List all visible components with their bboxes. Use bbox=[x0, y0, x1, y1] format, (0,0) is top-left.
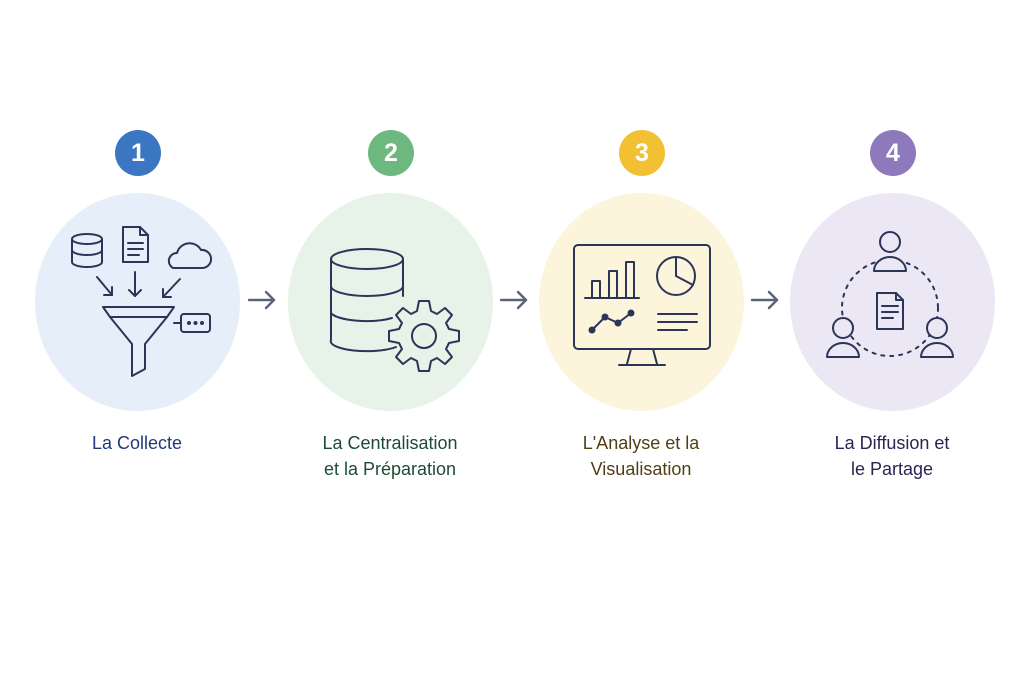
step-label-line: La Diffusion et bbox=[834, 433, 950, 453]
step-label: La Collecte bbox=[17, 430, 257, 456]
step-circle bbox=[35, 193, 240, 411]
step-analyse: 3 L'Analyse et la Visualisation bbox=[521, 0, 761, 683]
step-collecte: 1 La Collecte bbox=[17, 0, 257, 683]
step-label-line: et la Préparation bbox=[323, 459, 457, 479]
step-diffusion: 4 La Diffusion et le Partage bbox=[772, 0, 1012, 683]
arrow-right-icon bbox=[246, 288, 278, 312]
step-number-badge: 1 bbox=[115, 130, 161, 176]
step-label-line: le Partage bbox=[850, 459, 934, 479]
sharing-network-icon bbox=[826, 231, 954, 358]
funnel-icon bbox=[71, 226, 212, 377]
arrow-right-icon bbox=[498, 288, 530, 312]
step-label-line: L'Analyse et la bbox=[582, 433, 700, 453]
step-number-badge: 2 bbox=[368, 130, 414, 176]
step-label-line: Visualisation bbox=[590, 459, 692, 479]
arrow-right-icon bbox=[749, 288, 781, 312]
step-centralisation: 2 La Centralisation et la Préparation bbox=[270, 0, 510, 683]
step-label: La Diffusion et le Partage bbox=[772, 430, 1012, 482]
dashboard-monitor-icon bbox=[573, 244, 711, 366]
database-gear-icon bbox=[329, 248, 460, 372]
step-circle bbox=[288, 193, 493, 411]
step-label: La Centralisation et la Préparation bbox=[270, 430, 510, 482]
step-label-line: La Collecte bbox=[91, 433, 183, 453]
step-number-badge: 4 bbox=[870, 130, 916, 176]
step-number-badge: 3 bbox=[619, 130, 665, 176]
step-label-line: La Centralisation bbox=[322, 433, 458, 453]
step-label: L'Analyse et la Visualisation bbox=[521, 430, 761, 482]
